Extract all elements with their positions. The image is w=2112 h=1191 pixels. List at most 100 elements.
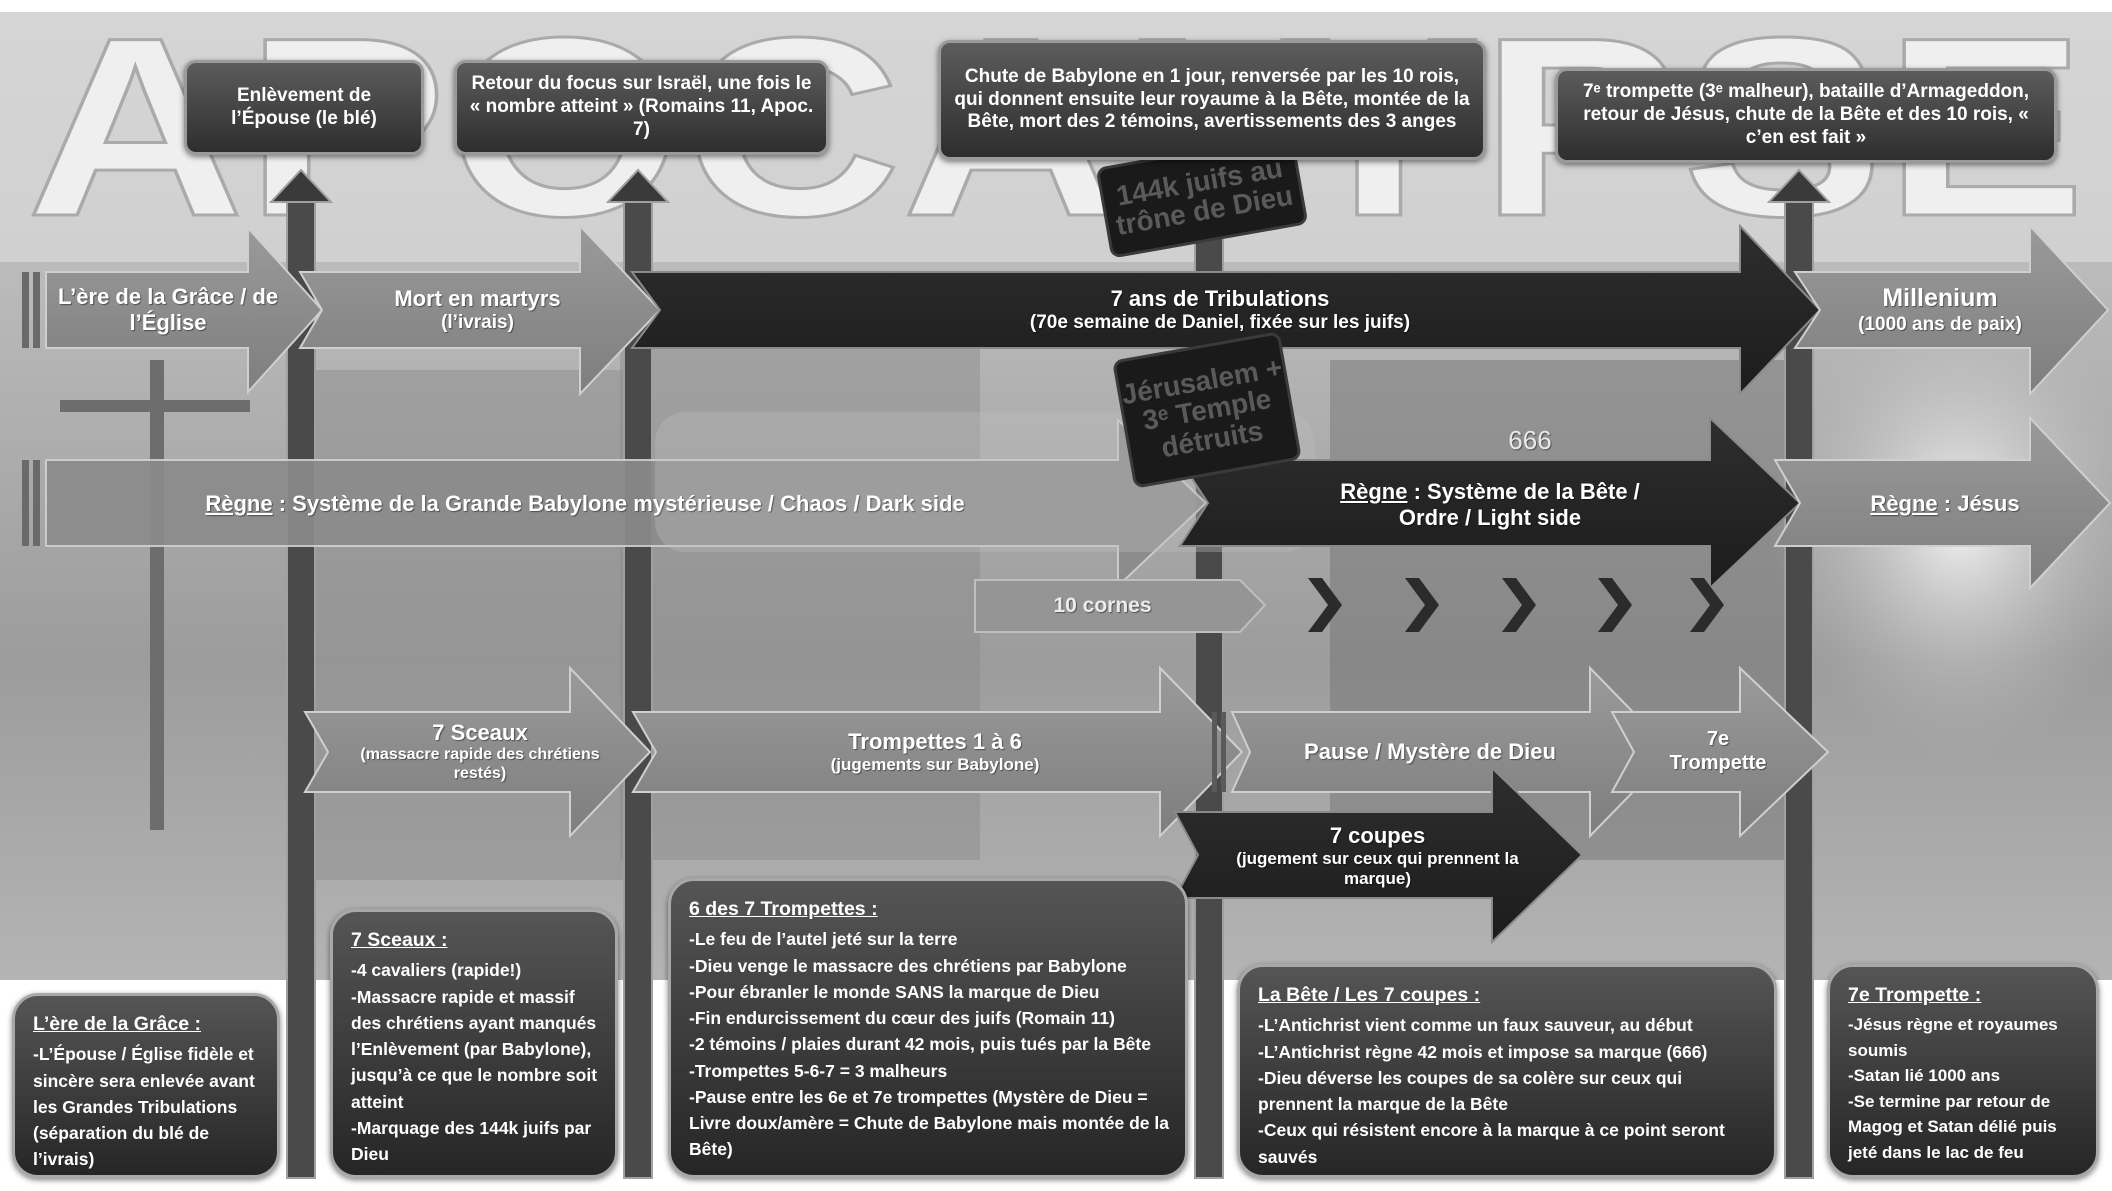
box-ere-grace: L’ère de la Grâce : -L’Épouse / Église f…: [12, 993, 280, 1178]
horns-label: 10 cornes: [1053, 593, 1152, 617]
horns-row: [974, 578, 1724, 633]
event-title-pause: Pause / Mystère de Dieu: [1304, 739, 1556, 765]
event-sub-trompettes: (jugements sur Babylone): [830, 754, 1040, 774]
era-arrow-martyrs: [298, 223, 662, 397]
timeline-post-rapture: [286, 199, 316, 1179]
box-heading-sceaux: 7 Sceaux :: [351, 929, 448, 951]
era-sub-tribulations: (70e semaine de Daniel, fixée sur les ju…: [1029, 311, 1411, 333]
event-title-coupes: 7 coupes: [1329, 822, 1426, 848]
box-list-trompettes: -Le feu de l’autel jeté sur la terre -Di…: [689, 926, 1169, 1162]
timeline-post-israel: [623, 199, 653, 1179]
box-heading-grace: L’ère de la Grâce :: [33, 1013, 202, 1035]
era-sub-millenium: (1000 ans de paix): [1858, 313, 2022, 335]
box-bete-coupes: La Bête / Les 7 coupes : -L’Antichrist v…: [1237, 964, 1777, 1178]
reign-label-babylone: Règne : Système de la Grande Babylone my…: [50, 480, 1120, 528]
box-7-sceaux: 7 Sceaux : -4 cavaliers (rapide!) -Massa…: [330, 909, 618, 1178]
event-label-7e-trompette: 7e Trompette: [1650, 716, 1786, 788]
box-item: -Pause entre les 6e et 7e trompettes (My…: [689, 1086, 1169, 1160]
box-item: -Jésus règne et royaumes soumis: [1848, 1015, 2058, 1060]
era-arrow-tribulations: [630, 223, 1822, 397]
reign-label-jesus: Règne : Jésus: [1820, 480, 2070, 528]
reign-text-bete-line1: : Système de la Bête /: [1413, 479, 1640, 505]
era-title-grace: L’ère de la Grâce / de l’Église: [57, 284, 279, 335]
horns-arrow: [974, 579, 1267, 633]
horn-chevron-2: [1405, 578, 1439, 632]
event-row: [303, 665, 1830, 945]
reign-text-jesus: : Jésus: [1943, 491, 2020, 517]
event-label-pause: Pause / Mystère de Dieu: [1260, 716, 1600, 788]
reign-arrow-jesus: [1773, 415, 2112, 591]
era-label-martyrs: Mort en martyrs (l’ivrais): [330, 278, 625, 342]
box-item: -Dieu venge le massacre des chrétiens pa…: [689, 955, 1127, 976]
horn-chevron-5: [1690, 578, 1724, 632]
box-item: -Ceux qui résistent encore à la marque à…: [1258, 1120, 1725, 1167]
box-list-grace: -L’Épouse / Église fidèle et sincère ser…: [33, 1041, 261, 1172]
box-item: -Satan lié 1000 ans: [1848, 1066, 2001, 1086]
era-label-tribulations: 7 ans de Tribulations (70e semaine de Da…: [680, 278, 1760, 342]
box-heading-bete: La Bête / Les 7 coupes :: [1258, 984, 1481, 1006]
box-list-septieme: -Jésus règne et royaumes soumis -Satan l…: [1848, 1012, 2080, 1165]
era-title-millenium: Millenium: [1882, 284, 1998, 313]
timeline-post-return: [1784, 199, 1814, 1179]
horn-chevron-1: [1308, 578, 1342, 632]
reign-keyword-jesus: Règne: [1870, 491, 1938, 517]
era-title-martyrs: Mort en martyrs: [394, 285, 561, 311]
era-title-tribulations: 7 ans de Tribulations: [1110, 285, 1330, 311]
mark-666: 666: [1508, 424, 1552, 455]
callout-retour-israel: Retour du focus sur Israël, une fois le …: [454, 60, 829, 155]
event-title-7e-trompette: 7e Trompette: [1669, 728, 1767, 774]
event-arrow-sceaux: [303, 665, 652, 839]
box-item: -L’Épouse / Église fidèle et sincère ser…: [33, 1044, 255, 1170]
up-arrow-rapture: [268, 168, 334, 203]
event-arrow-coupes: [1173, 765, 1584, 945]
event-sub-sceaux: (massacre rapide des chrétiens restés): [360, 746, 600, 782]
box-item: -Pour ébranler le monde SANS la marque d…: [689, 981, 1100, 1002]
reign-label-bete: Règne : Système de la Bête / Ordre / Lig…: [1300, 474, 1680, 536]
era-label-grace: L’ère de la Grâce / de l’Église: [48, 278, 288, 342]
event-sub-coupes: (jugement sur ceux qui prennent la marqu…: [1236, 848, 1519, 888]
reign-arrow-babylone: [45, 417, 1208, 589]
reign-keyword-bete: Règne: [1340, 479, 1408, 505]
callout-chute-babylone: Chute de Babylone en 1 jour, renversée p…: [938, 40, 1486, 160]
box-item: -Se termine par retour de Magog et Satan…: [1848, 1091, 2057, 1162]
event-arrow-pause: [1230, 665, 1674, 839]
event-title-trompettes: Trompettes 1 à 6: [848, 729, 1022, 754]
box-list-sceaux: -4 cavaliers (rapide!) -Massacre rapide …: [351, 957, 599, 1167]
era-arrow-millenium: [1793, 223, 2110, 397]
horn-chevron-3: [1502, 578, 1536, 632]
box-6-trompettes: 6 des 7 Trompettes : -Le feu de l’autel …: [668, 878, 1188, 1178]
box-heading-septieme: 7e Trompette :: [1848, 984, 1982, 1006]
event-label-coupes: 7 coupes (jugement sur ceux qui prennent…: [1215, 818, 1540, 894]
box-item: -Marquage des 144k juifs par Dieu: [351, 1117, 592, 1164]
box-item: -4 cavaliers (rapide!): [351, 960, 522, 981]
era-sub-martyrs: (l’ivrais): [441, 311, 514, 333]
box-item: -2 témoins / plaies durant 42 mois, puis…: [689, 1034, 1151, 1055]
era-arrow-grace: [45, 225, 324, 395]
callout-7e-trompette: 7ᵉ trompette (3ᵉ malheur), bataille d’Ar…: [1555, 68, 2057, 163]
box-7e-trompette: 7e Trompette : -Jésus règne et royaumes …: [1827, 964, 2099, 1178]
box-item: -Dieu déverse les coupes de sa colère su…: [1258, 1067, 1683, 1114]
box-item: -Le feu de l’autel jeté sur la terre: [689, 929, 958, 950]
box-list-bete: -L’Antichrist vient comme un faux sauveu…: [1258, 1012, 1758, 1170]
box-item: -Massacre rapide et massif des chrétiens…: [351, 986, 598, 1112]
event-label-trompettes: Trompettes 1 à 6 (jugements sur Babylone…: [680, 716, 1190, 788]
box-heading-trompettes: 6 des 7 Trompettes :: [689, 898, 878, 920]
up-arrow-israel: [605, 168, 671, 203]
cross-post: [150, 360, 164, 830]
event-label-sceaux: 7 Sceaux (massacre rapide des chrétiens …: [340, 716, 620, 788]
event-arrow-trompettes: [631, 665, 1244, 839]
era-row: [22, 223, 2110, 397]
box-item: -Fin endurcissement du cœur des juifs (R…: [689, 1008, 1115, 1028]
era-label-millenium: Millenium (1000 ans de paix): [1825, 278, 2055, 342]
event-arrow-7e-trompette: [1610, 665, 1830, 839]
reign-text-bete-line2: Ordre / Light side: [1398, 505, 1582, 530]
callout-enlevement: Enlèvement de l’Épouse (le blé): [184, 60, 424, 155]
reign-keyword-babylone: Règne: [205, 491, 273, 517]
box-item: -L’Antichrist règne 42 mois et impose sa…: [1258, 1041, 1708, 1062]
horn-chevron-4: [1598, 578, 1632, 632]
reign-text-babylone: : Système de la Grande Babylone mystérie…: [278, 491, 965, 517]
up-arrow-return: [1766, 168, 1832, 203]
box-item: -Trompettes 5-6-7 = 3 malheurs: [689, 1060, 948, 1081]
box-item: -L’Antichrist vient comme un faux sauveu…: [1258, 1015, 1693, 1036]
